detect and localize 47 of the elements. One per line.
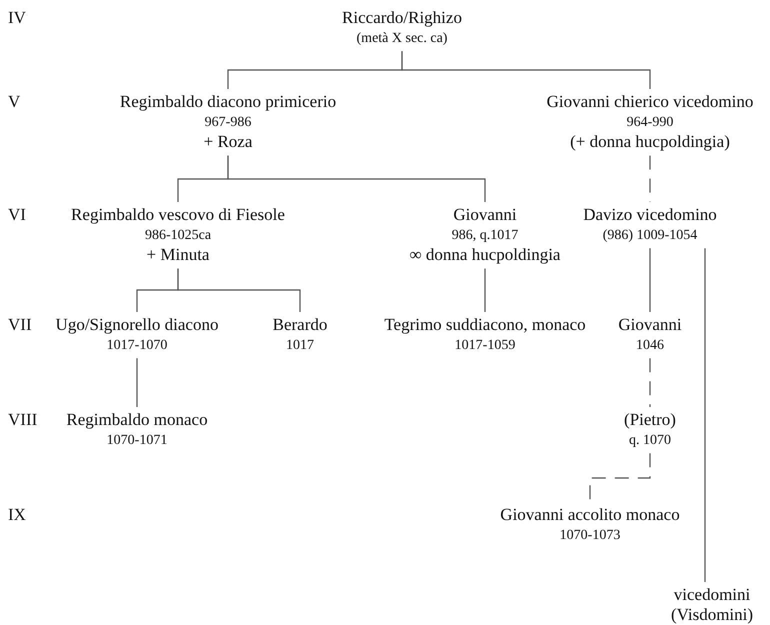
date-text: q. 1070 (629, 433, 671, 450)
person-name: Riccardo/Righizo (342, 8, 462, 28)
generation-numeral: IV (8, 8, 26, 28)
connector-line (227, 156, 486, 202)
date-text: 1017-1070 (106, 338, 168, 356)
person-name: Tegrimo suddiacono, monaco (384, 315, 586, 336)
connector-line (704, 248, 706, 582)
date-text: 1046 (636, 338, 664, 356)
person-name: Davizo vicedomino (583, 205, 717, 226)
connector-line (177, 268, 301, 312)
date-text: 1070-1071 (106, 433, 168, 450)
spouse-note: + Minuta (146, 245, 210, 266)
date-text: 964-990 (626, 115, 674, 132)
generation-numeral: VI (8, 205, 26, 225)
person-name: vicedomini (Visdomini) (670, 585, 754, 625)
connector-line (484, 268, 486, 312)
person-name: Giovanni (618, 315, 682, 336)
person-name: Giovanni (453, 205, 517, 226)
date-text: 1070-1073 (560, 528, 620, 546)
person-name: Giovanni chierico vicedomino (546, 92, 754, 112)
person-name: Giovanni accolito monaco (500, 505, 680, 526)
connector-line (136, 358, 138, 407)
generation-numeral: IX (8, 505, 26, 525)
date-text: 967-986 (204, 115, 252, 132)
date-text: (986) 1009-1054 (602, 228, 698, 246)
date-text: 986-1025ca (144, 228, 212, 246)
connector-line (589, 453, 651, 502)
person-name: (Pietro) (624, 410, 676, 430)
person-name: Regimbaldo monaco (66, 410, 208, 430)
date-text: 1017-1059 (454, 338, 516, 356)
person-name: Regimbaldo diacono primicerio (120, 92, 336, 112)
connector-line (401, 51, 651, 89)
generation-numeral: VIII (8, 410, 38, 430)
person-name: Ugo/Signorello diacono (56, 315, 218, 336)
date-text: (metà X sec. ca) (356, 31, 448, 48)
connector-line (649, 156, 651, 202)
person-name: Regimbaldo vescovo di Fiesole (71, 205, 285, 226)
generation-numeral: V (8, 92, 20, 112)
date-text: 986, q.1017 (452, 228, 518, 246)
spouse-note: + Roza (204, 132, 252, 153)
generation-numeral: VII (8, 315, 32, 335)
connector-line (649, 248, 651, 312)
date-text: 1017 (286, 338, 314, 356)
connector-line (649, 358, 651, 407)
spouse-note: ∞ donna hucpoldingia (410, 245, 560, 266)
person-name: Berardo (272, 315, 328, 336)
spouse-note: (+ donna hucpoldingia) (570, 132, 730, 153)
